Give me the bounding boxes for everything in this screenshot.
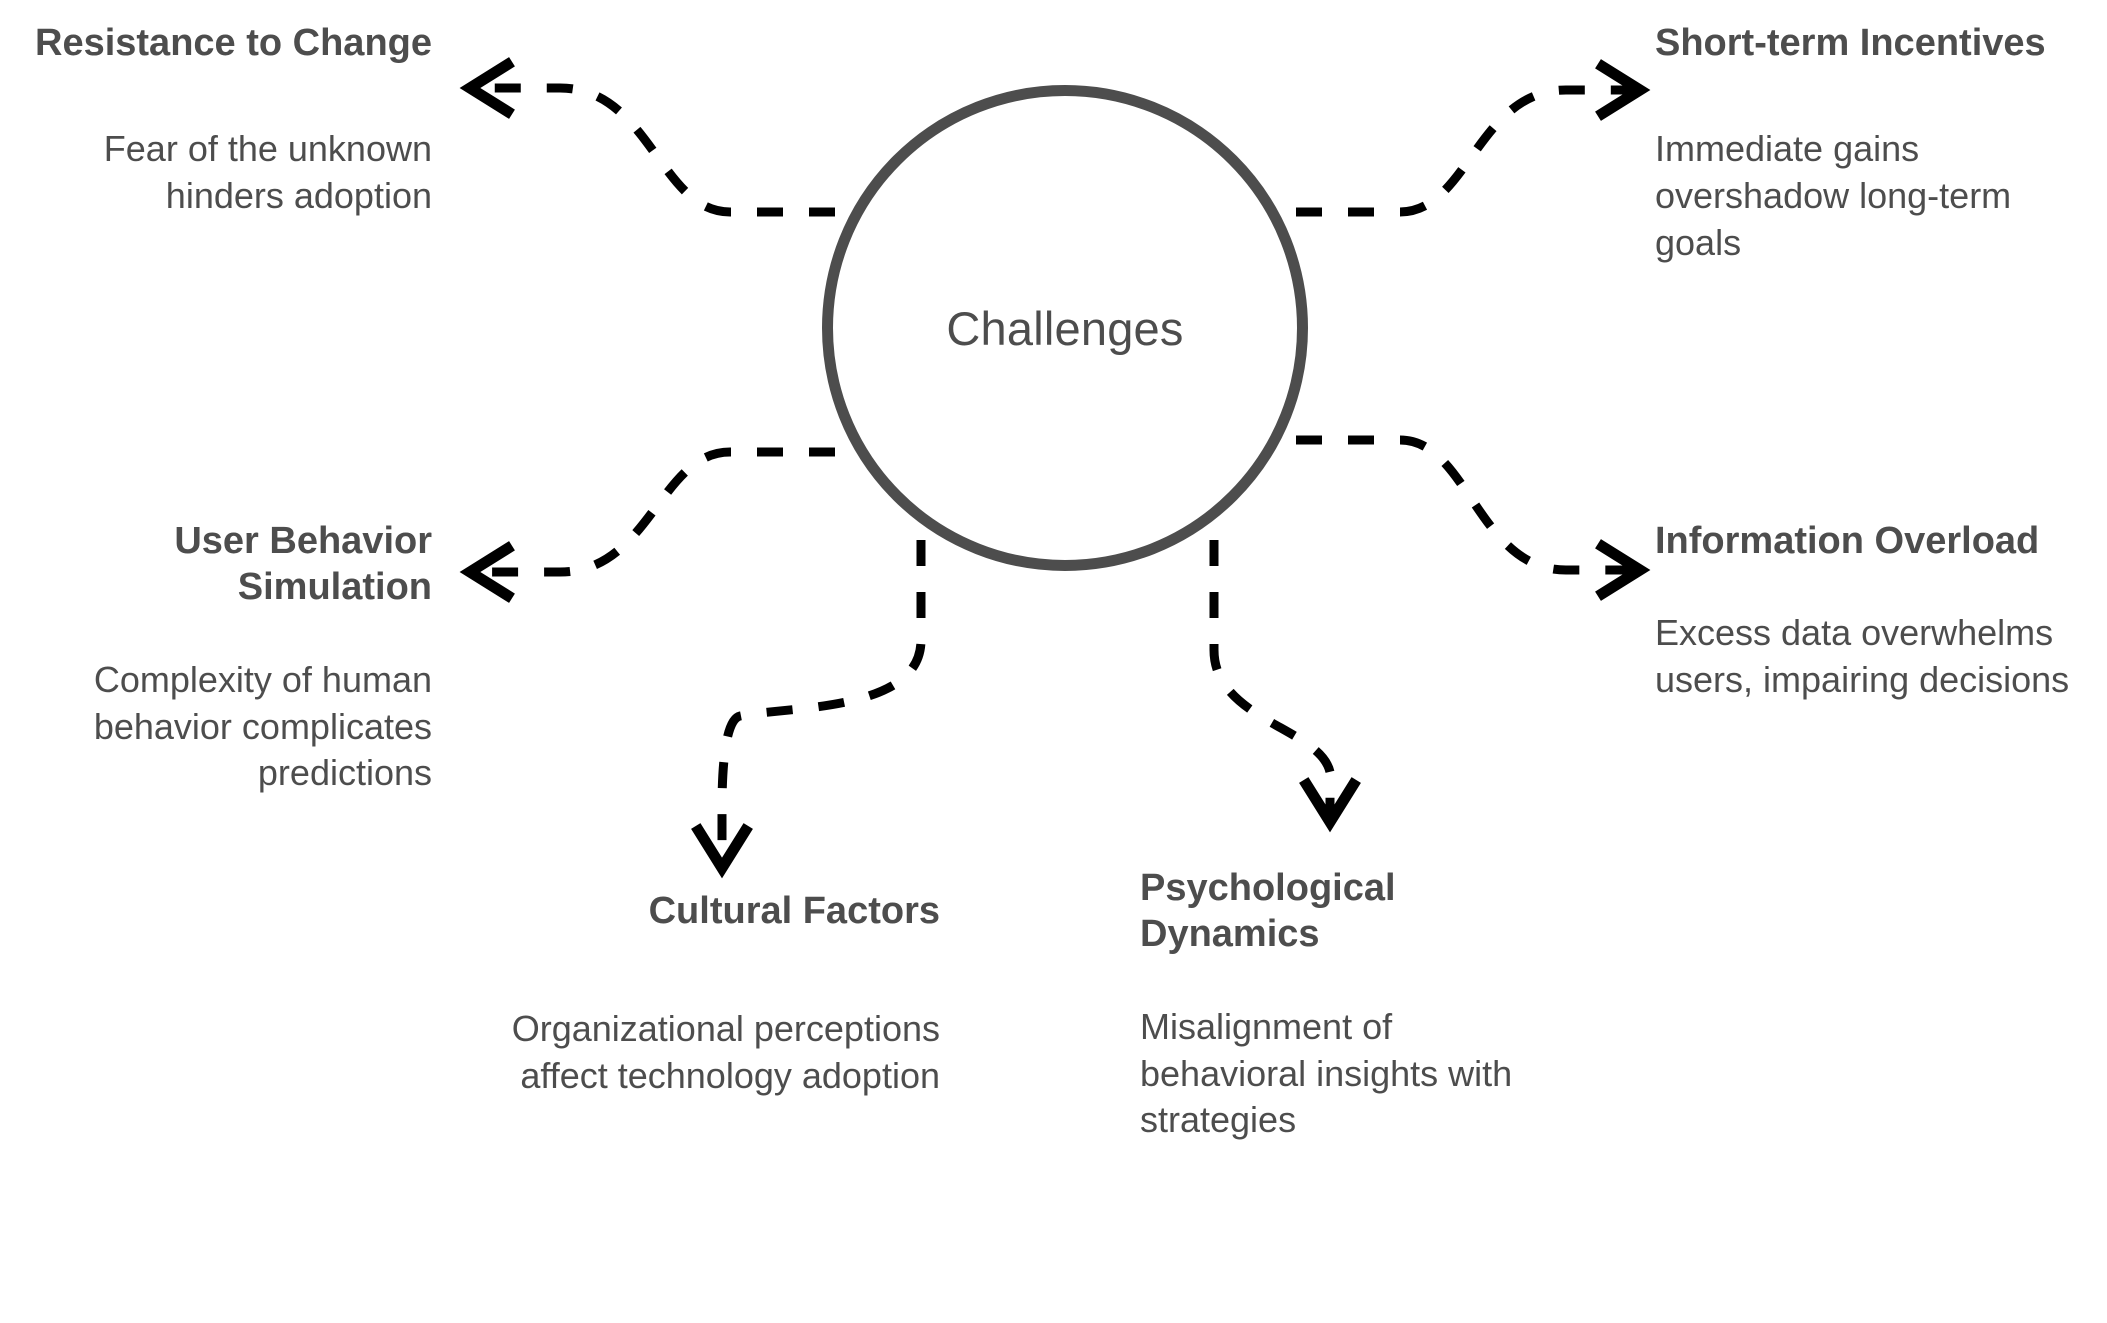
node-title: User Behavior Simulation [174, 520, 432, 609]
connector-resistance-to-change [459, 57, 835, 217]
node-title: Psychological Dynamics [1140, 867, 1396, 956]
node-cultural-factors[interactable]: Cultural Factors Organizational percepti… [460, 888, 940, 1100]
node-information-overload[interactable]: Information Overload Excess data overwhe… [1655, 518, 2075, 704]
connector-user-behavior-simulation [459, 447, 835, 603]
node-title: Resistance to Change [35, 22, 432, 64]
connector-cultural-factors [691, 540, 926, 879]
hub-label: Challenges [946, 301, 1184, 355]
node-description: Fear of the unknown hinders adoption [103, 128, 432, 217]
node-description: Organizational perceptions affect techno… [511, 1008, 940, 1097]
node-description: Excess data overwhelms users, impairing … [1655, 612, 2070, 701]
node-title: Information Overload [1655, 520, 2040, 562]
connector-psychological-dynamics [1209, 540, 1361, 833]
node-description: Misalignment of behavioral insights with… [1140, 1005, 1513, 1141]
node-description: Immediate gains overshadow long-term goa… [1655, 128, 2012, 263]
node-resistance-to-change[interactable]: Resistance to Change Fear of the unknown… [0, 20, 432, 220]
connector-information-overload [1296, 435, 1651, 601]
connector-short-term-incentives [1296, 59, 1651, 217]
node-short-term-incentives[interactable]: Short-term Incentives Immediate gains ov… [1655, 20, 2075, 267]
node-user-behavior-simulation[interactable]: User Behavior Simulation Complexity of h… [0, 518, 432, 797]
node-psychological-dynamics[interactable]: Psychological Dynamics Misalignment of b… [1140, 865, 1540, 1144]
hub-circle[interactable]: Challenges [822, 85, 1308, 571]
node-description: Complexity of human behavior complicates… [93, 658, 432, 794]
node-title: Short-term Incentives [1655, 22, 2046, 64]
node-title: Cultural Factors [648, 890, 940, 932]
